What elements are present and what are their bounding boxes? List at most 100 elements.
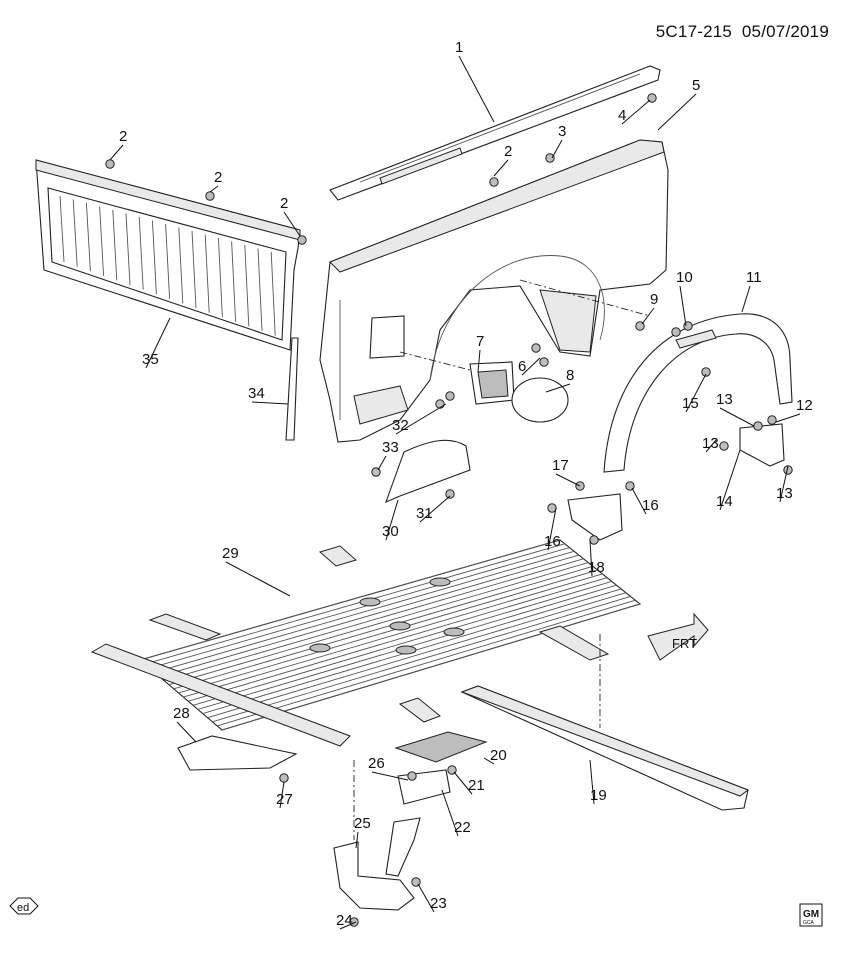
callout-3: 3 [558,123,566,140]
tailgate-rib [99,206,105,276]
leader-line [209,185,219,193]
callout-13: 13 [702,435,719,452]
diagram-header: 5C17-215 05/07/2019 [656,22,829,42]
fastener [671,327,681,337]
tailgate-rib [244,244,250,327]
tailgate-rib [231,241,237,322]
callout-12: 12 [796,397,813,414]
leader-line [631,487,647,515]
floor-rib [183,573,603,698]
fastener [105,159,115,169]
callout-25: 25 [354,815,371,832]
callout-13: 13 [716,391,733,408]
floor-rib [178,569,598,694]
leader-line [251,401,289,405]
leader-line [385,499,399,541]
callout-34: 34 [248,385,265,402]
leader-line [441,789,459,837]
leader-line [417,883,435,913]
callout-29: 29 [222,545,239,562]
tailgate-rib [178,227,184,304]
floor-slot [443,627,465,637]
floor-rib [154,550,575,673]
fastener [407,771,417,781]
fastener [279,773,289,783]
tailgate-seal-strip [285,337,299,441]
floor-rib [192,580,612,706]
callout-17: 17 [552,457,569,474]
leader-line [779,465,789,503]
callout-30: 30 [382,523,399,540]
leader-line [225,561,291,597]
leader-line [339,921,357,930]
callout-2: 2 [119,128,127,145]
tailgate-rib [191,230,197,309]
step-tube [385,817,421,877]
callout-22: 22 [454,819,471,836]
fastener [445,391,455,401]
diagram-date: 05/07/2019 [741,22,829,41]
ed-mark-label: ed [17,902,29,914]
leader-line [641,307,655,325]
alignment-lines [353,279,651,840]
callout-10: 10 [676,269,693,286]
tailgate-rib [165,223,171,299]
fastener [531,343,541,353]
floor-bracket [177,735,298,771]
floor-rib [144,543,565,665]
leader-line [355,831,359,849]
callout-19: 19 [590,787,607,804]
floor-rib [149,547,570,669]
callout-26: 26 [368,755,385,772]
fuel-door [511,377,569,423]
callout-9: 9 [650,291,658,308]
tailgate-rib [138,216,144,290]
leader-line [705,439,717,453]
fastener [205,191,215,201]
leader-line [377,455,387,471]
callout-8: 8 [566,367,574,384]
floor-rib [173,565,594,690]
leader-line [657,93,697,131]
step-bracket [333,841,415,911]
floor-slot [395,645,417,655]
leader-line [555,473,581,487]
leader-line [477,349,481,373]
fastener [701,367,711,377]
fastener [539,357,549,367]
step-pad [394,731,488,763]
floor-rib [163,558,584,682]
fastener [489,177,499,187]
fastener [753,421,763,431]
floor-slot [359,597,381,607]
leader-line [283,211,301,237]
floor-rib [159,554,579,677]
callout-2: 2 [504,143,512,160]
callout-15: 15 [682,395,699,412]
box-side-panel [319,139,669,443]
tailgate-rib [257,248,263,332]
floor-rib [221,603,641,731]
leader-line [521,357,541,376]
floor-rib [139,539,561,661]
tailgate-rib [125,213,131,286]
leader-line [685,373,707,413]
wheel-flare [603,313,793,473]
wheelhouse-trim [385,439,471,504]
ed-mark: ed [9,897,39,915]
fastener [445,489,455,499]
callout-16: 16 [642,497,659,514]
leader-line [741,285,751,313]
leader-line [551,139,563,159]
leader-line [719,449,741,511]
gm-logo: GM GCA [799,903,823,927]
floor-rib [212,596,631,723]
long-sill [460,685,750,811]
leader-line [589,759,595,805]
tailgate-rib [112,209,118,281]
fuel-door-housing [469,361,515,405]
callout-18: 18 [588,559,605,576]
callout-13: 13 [776,485,793,502]
floor-rib [168,562,589,686]
